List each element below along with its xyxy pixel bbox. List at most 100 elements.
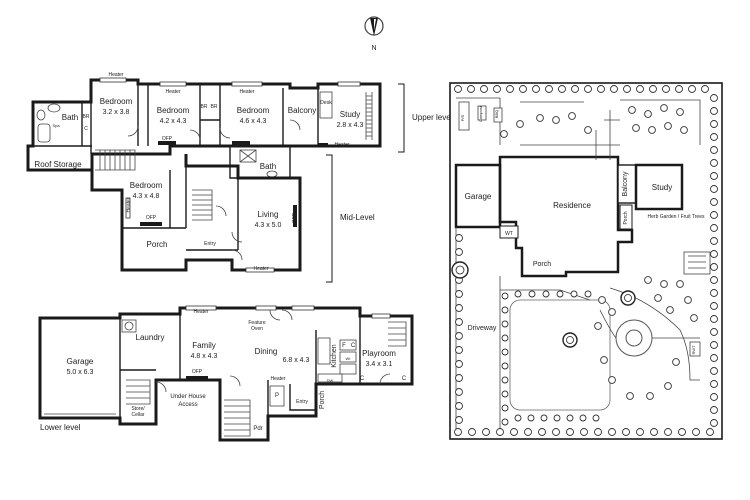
tree-icon [710,315,718,323]
tree-icon [608,376,616,384]
tree-icon [455,360,463,368]
site-plan [449,82,723,440]
lower-feature-oven-label-1: Feature [248,320,265,326]
site-driveway-label: Driveway [468,325,497,332]
tree-icon [527,414,535,422]
mid-bedroom-label: Bedroom [130,181,163,190]
tree-icon [626,392,634,400]
lower-ofp-label: OFP [192,369,203,375]
compass-north-label: N [371,45,376,52]
mid-porch-label: Porch [147,240,168,249]
tree-icon [579,414,587,422]
tree-icon [519,85,527,93]
tree-icon [468,428,476,436]
tree-icon [706,428,714,436]
tree-icon [455,290,463,298]
upper-bedroom-1-dims: 3.2 x 3.8 [103,109,130,116]
upper-heater-label-3: Heater [239,89,254,95]
tree-icon [514,414,522,422]
upper-c-label: C [84,126,88,132]
tree-icon [455,346,463,354]
tree-icon [710,393,718,401]
lower-under-house-label-1: Under House [170,394,206,400]
mid-level-plan [90,154,333,283]
tree-icon [710,302,718,310]
tree-icon [644,110,652,118]
site-porch-label: Porch [533,261,551,268]
tree-icon [584,85,592,93]
upper-desk-label: Desk [320,100,332,106]
site-porch-small-label: Porch [623,211,629,224]
tree-icon [710,276,718,284]
tree-icon [660,104,668,112]
tree-icon [570,290,578,298]
tree-icon [710,406,718,414]
mid-bath-label: Bath [260,162,276,171]
tree-icon [608,308,616,316]
tree-icon [710,367,718,375]
tree-icon [538,428,546,436]
tree-icon [580,428,588,436]
tree-icon [678,428,686,436]
upper-level-plan [26,77,405,179]
tree-icon [536,114,544,122]
tree-icon [501,320,509,328]
tree-icon [623,85,631,93]
tree-icon [692,428,700,436]
tree-icon [710,341,718,349]
lower-garage-label: Garage [67,357,94,366]
tree-icon [455,318,463,326]
tree-icon [552,116,560,124]
tree-icon [501,306,509,314]
upper-study-dims: 2.8 x 4.3 [337,122,364,129]
tree-icon [710,159,718,167]
tree-icon [493,85,501,93]
tree-icon [592,414,600,422]
upper-br-label-1: BR [83,114,90,120]
lower-kitchen-label: Kitchen [331,344,338,367]
lower-family-dims: 4.8 x 4.3 [191,353,218,360]
tree-icon [654,294,662,302]
mid-bedroom-dims: 4.3 x 4.8 [133,193,160,200]
upper-bedroom-2-dims: 4.2 x 4.3 [160,118,187,125]
tree-icon [568,112,576,120]
large-tree-inner-icon [566,336,574,344]
tree-icon [501,362,509,370]
tree-icon [467,85,475,93]
upper-br-label-2: BR [201,104,208,110]
site-rwt-label: RWT [691,345,696,355]
lower-feature-oven-label-2: Oven [251,326,263,332]
tree-icon [510,428,518,436]
tree-icon [628,106,636,114]
upper-heater-label-1: Heater [108,72,123,78]
lower-entry-label: Entry [296,399,308,405]
lower-pdr-label: Pdr [253,426,262,432]
tree-icon [556,290,564,298]
tree-icon [542,290,550,298]
tree-icon [710,94,718,102]
tree-icon [532,85,540,93]
site-study-label: Study [652,183,672,192]
tree-icon [501,418,509,426]
tree-icon [455,304,463,312]
tree-icon [506,85,514,93]
upper-bedroom-1-label: Bedroom [100,97,133,106]
lower-c-label-1: C [351,343,356,349]
tree-icon [566,428,574,436]
lower-under-house-label-2: Access [178,402,197,408]
tree-icon [701,85,709,93]
lower-p-label: P [275,393,279,399]
tree-icon [660,280,668,288]
lower-garage-dims: 5.0 x 6.3 [67,369,94,376]
tree-icon [610,85,618,93]
lower-heater-label-2: Heater [270,376,285,382]
site-herb-garden-label: Herb Garden / Fruit Trees [648,214,705,220]
tree-icon [636,428,644,436]
tree-icon [710,133,718,141]
tree-icon [455,388,463,396]
tree-icon [600,356,608,364]
mid-heater-side-label: Heater [126,197,132,212]
upper-bedroom-2-label: Bedroom [157,106,190,115]
